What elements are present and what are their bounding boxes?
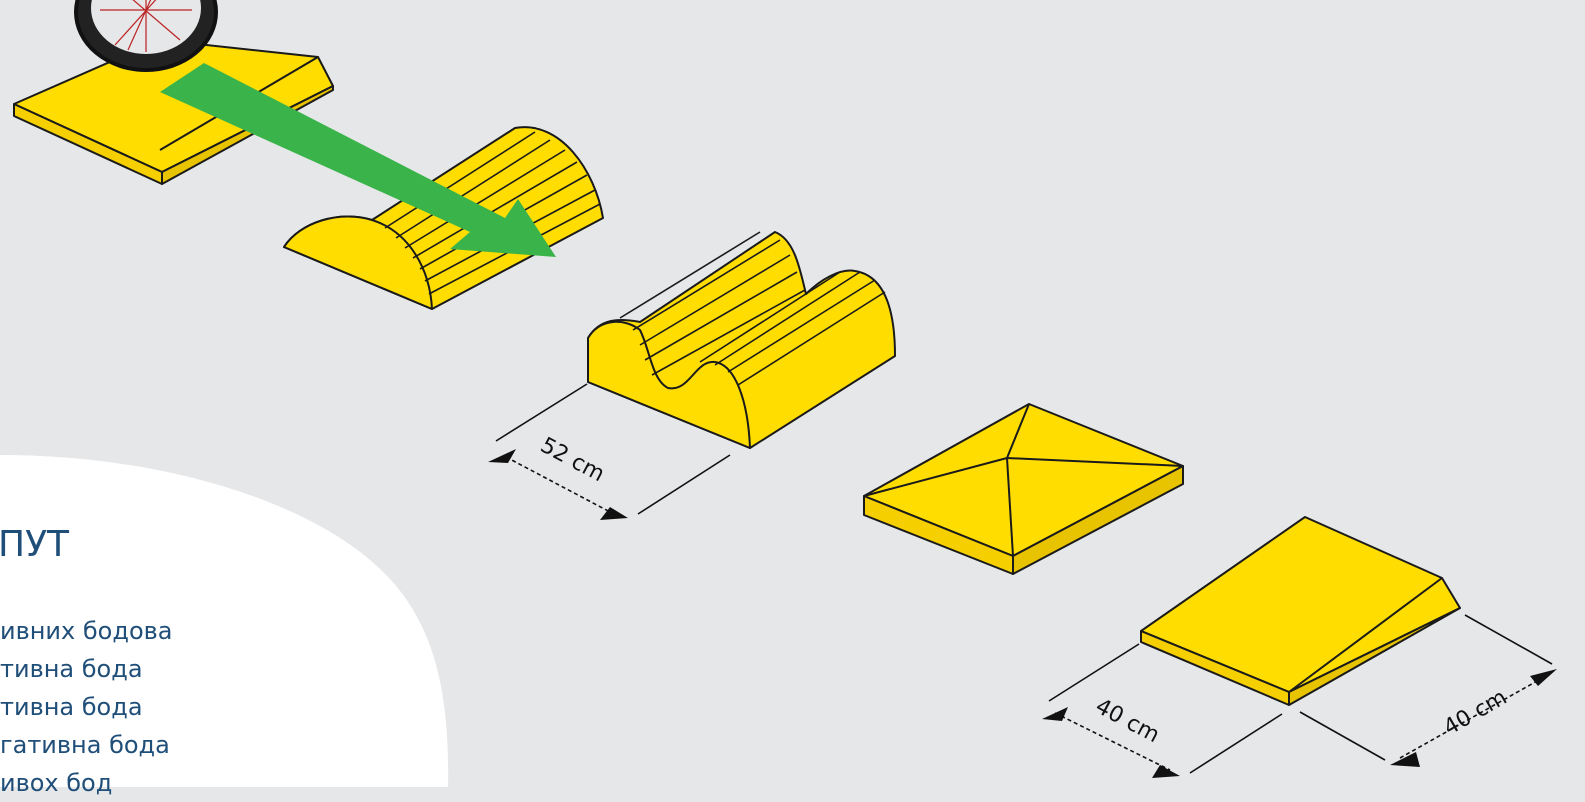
legend-item: ивних бодова bbox=[0, 617, 173, 645]
bicycle-wheel-icon bbox=[74, 0, 218, 72]
legend-item: тивна бода bbox=[0, 655, 143, 683]
legend-list: ивних бодова тивна бода тивна бода гатив… bbox=[0, 612, 172, 802]
direction-arrow bbox=[160, 63, 556, 257]
dimension-52cm bbox=[488, 383, 731, 520]
dimension-40cm-left bbox=[1042, 643, 1283, 778]
ramp-obstacle bbox=[1140, 516, 1461, 706]
legend-item: тивна бода bbox=[0, 693, 143, 721]
dimension-label-52cm: 52 cm bbox=[536, 433, 608, 487]
legend-panel-background bbox=[0, 455, 449, 787]
dimension-label-40cm-left: 40 cm bbox=[1091, 694, 1163, 748]
dimension-label-40cm-right: 40 cm bbox=[1440, 685, 1512, 741]
legend-item: ивох бод bbox=[0, 769, 113, 797]
pyramid-obstacle bbox=[863, 403, 1184, 575]
legend-item: гативна бода bbox=[0, 731, 170, 759]
dimension-40cm-right bbox=[1299, 614, 1557, 767]
double-bump-obstacle bbox=[587, 231, 896, 449]
legend-title: ПУТ bbox=[0, 524, 69, 565]
